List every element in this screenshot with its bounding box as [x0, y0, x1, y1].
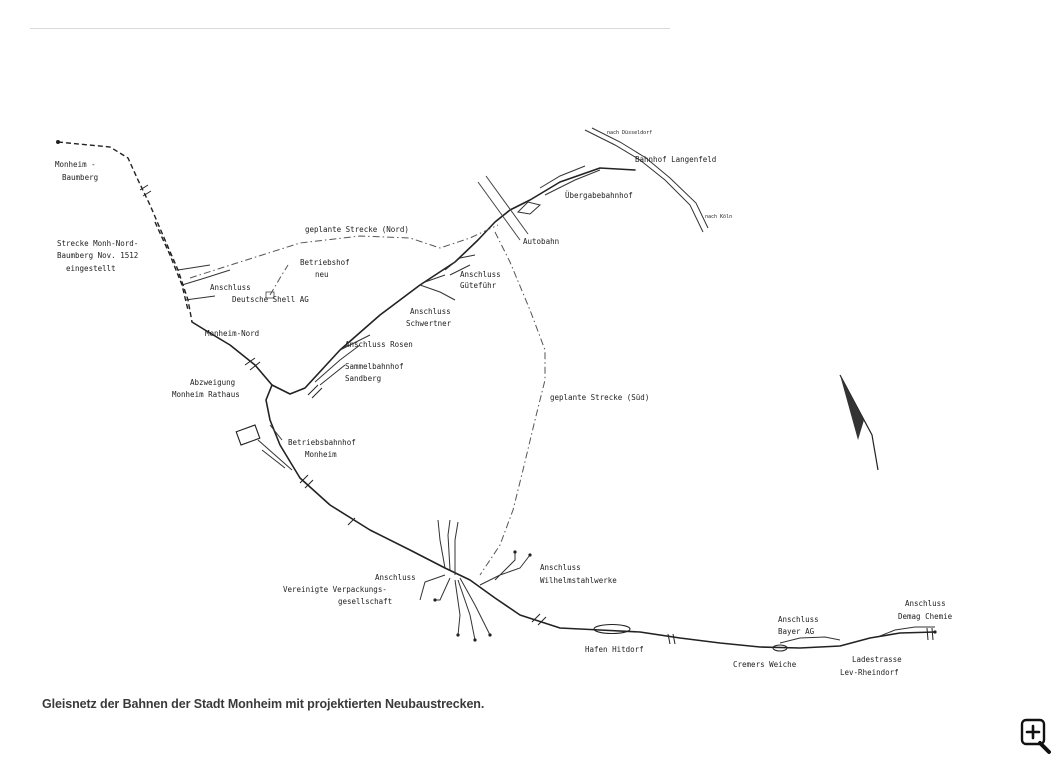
hafen-hitdorf-yard [593, 623, 631, 635]
figure-caption: Gleisnetz der Bahnen der Stadt Monheim m… [42, 697, 485, 711]
label-anschluss-demag-2: Demag Chemie [898, 612, 953, 621]
cremers-weiche-siding [772, 644, 788, 652]
label-anschluss-schwertner-2: Schwertner [406, 319, 452, 328]
line-end-marker [56, 140, 60, 144]
betriebsbahnhof-tracks [257, 424, 293, 471]
label-strecke: Strecke Monh-Nord- [57, 239, 138, 248]
label-abzweigung: Abzweigung [190, 378, 235, 387]
label-nach-duesseldorf: nach Düsseldorf [607, 130, 652, 136]
betriebsbahnhof-building [235, 424, 261, 446]
siding-bayer [779, 636, 841, 644]
planned-line-south [479, 231, 546, 576]
label-langenfeld: Bahnhof Langenfeld [635, 155, 716, 164]
label-ladestrasse: Ladestrasse [852, 655, 902, 664]
uebergabe-yard [539, 165, 601, 196]
north-arrow-icon [839, 374, 879, 471]
db-mainline-parallel [591, 127, 709, 229]
label-betriebsbahnhof: Betriebsbahnhof [288, 438, 356, 447]
label-geplante-nord: geplante Strecke (Nord) [305, 225, 409, 234]
rail-network-map: Monheim - Baumberg Strecke Monh-Nord- Ba… [55, 127, 953, 677]
label-ladestrasse-2: Lev-Rheindorf [840, 668, 899, 677]
label-sammelbahnhof: Sammelbahnhof [345, 362, 404, 371]
label-uebergabe: Übergabebahnhof [565, 191, 633, 200]
label-anschluss-bayer: Anschluss [778, 615, 819, 624]
siding-shell [177, 264, 231, 301]
siding-schwertner [419, 274, 456, 301]
uebergabe-triangle [516, 201, 542, 215]
siding-sandberg [314, 334, 371, 386]
label-anschluss-wilhelm-2: Wilhelmstahlwerke [540, 576, 617, 585]
label-anschluss-guete-2: Güteführ [460, 281, 497, 290]
autobahn-road [477, 175, 529, 241]
label-sammelbahnhof-2: Sandberg [345, 374, 381, 383]
label-anschluss-shell-2: Deutsche Shell AG [232, 295, 309, 304]
label-anschluss-schwertner: Anschluss [410, 307, 451, 316]
label-strecke-2: Baumberg Nov. 1512 [57, 251, 138, 260]
label-anschluss-guete: Anschluss [460, 270, 501, 279]
label-nach-koeln: nach Köln [705, 214, 732, 220]
betriebshof-neu-track [269, 264, 289, 296]
label-anschluss-wilhelm: Anschluss [540, 563, 581, 572]
zoom-in-button[interactable] [1019, 717, 1053, 755]
main-line-south [265, 384, 936, 649]
siding-wilhelm [479, 552, 531, 586]
siding-guetefuhr [444, 254, 476, 276]
label-anschluss-vvg-3: gesellschaft [338, 597, 392, 606]
planned-line-north [189, 224, 499, 279]
label-cremers: Cremers Weiche [733, 660, 797, 669]
label-strecke-3: eingestellt [66, 264, 116, 273]
label-abzweigung-2: Monheim Rathaus [172, 390, 240, 399]
db-mainline [584, 129, 704, 233]
label-baumberg: Monheim - [55, 160, 96, 169]
siding-vvg-fan [419, 519, 491, 641]
label-betriebshof-2: neu [315, 270, 329, 279]
label-autobahn: Autobahn [523, 237, 559, 246]
siding-demag [879, 626, 935, 637]
label-anschluss-vvg-2: Vereinigte Verpackungs- [283, 585, 387, 594]
decommissioned-line-baumberg [57, 141, 193, 323]
betriebshof-neu-building [265, 291, 275, 299]
top-divider [30, 28, 670, 29]
label-anschluss-bayer-2: Bayer AG [778, 627, 815, 636]
label-anschluss-shell: Anschluss [210, 283, 251, 292]
label-betriebshof: Betriebshof [300, 258, 350, 267]
label-geplante-sued: geplante Strecke (Süd) [550, 393, 649, 402]
zoom-in-magnifier-icon [1020, 718, 1051, 754]
label-hafen: Hafen Hitdorf [585, 645, 644, 654]
label-baumberg-2: Baumberg [62, 173, 98, 182]
decommissioned-line-parallel [154, 221, 189, 311]
label-anschluss-rosen: Anschluss Rosen [345, 340, 413, 349]
main-line-north [191, 167, 636, 395]
level-crossing-marks [139, 184, 934, 645]
label-monheim-nord: Monheim-Nord [205, 329, 259, 338]
label-betriebsbahnhof-2: Monheim [305, 450, 337, 459]
label-anschluss-vvg: Anschluss [375, 573, 416, 582]
label-anschluss-demag: Anschluss [905, 599, 946, 608]
